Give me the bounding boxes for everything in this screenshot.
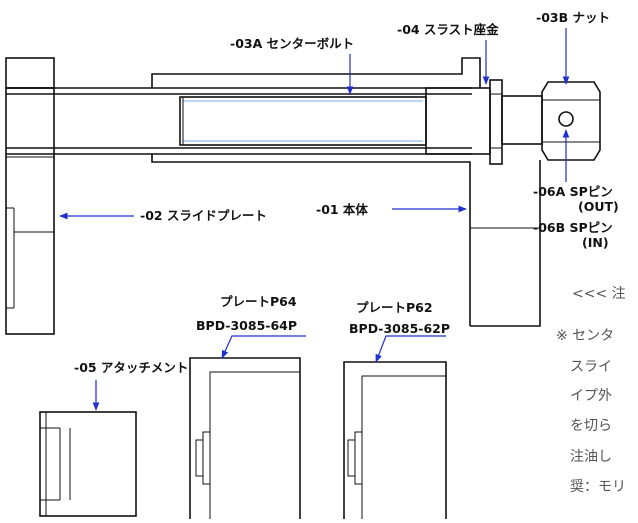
note-line-4: を切ら [570,418,612,434]
label-nut: -03B ナット [536,10,610,25]
note-heading: <<< 注 [572,286,626,302]
label-plate-p64-code: BPD-3085-64P [196,318,297,333]
note-line-5: 注油し [570,449,612,465]
label-body: -01 本体 [316,202,368,217]
note-line-2: スライ [570,359,612,375]
note-block: <<< 注 ※ センタ スライ イプ外 を切ら 注油し 奨：モリ [556,286,626,495]
label-center-bolt: -03A センターボルト [230,36,354,51]
note-line-1: ※ センタ [556,328,614,344]
label-attachment: -05 アタッチメント [74,360,188,375]
plate-p62-part [343,361,447,519]
label-sp-pin-in: -06B SPピン [533,220,613,235]
label-sp-pin-out: -06A SPピン [533,184,613,199]
thrust-washer-part [425,79,503,165]
attachment-part [39,411,137,517]
label-plate-p62-name: プレートP62 [356,300,433,315]
note-line-6: 奨：モリ [570,479,626,495]
label-thrust-washer: -04 スラスト座金 [397,22,499,37]
center-bolt-part [179,96,427,146]
nut-part [501,81,601,161]
label-sp-pin-in-sub: (IN) [582,235,609,250]
leader-lines [59,28,570,411]
plate-p64-part [189,357,301,519]
body-part [6,57,541,327]
note-line-3: イプ外 [570,388,612,404]
label-slide-plate: -02 スライドプレート [140,208,267,223]
sp-pin-hole [558,111,574,127]
label-plate-p62-code: BPD-3085-62P [349,321,450,336]
slide-plate-part [5,57,55,335]
label-sp-pin-out-sub: (OUT) [578,199,619,214]
label-plate-p64-name: プレートP64 [220,294,297,309]
